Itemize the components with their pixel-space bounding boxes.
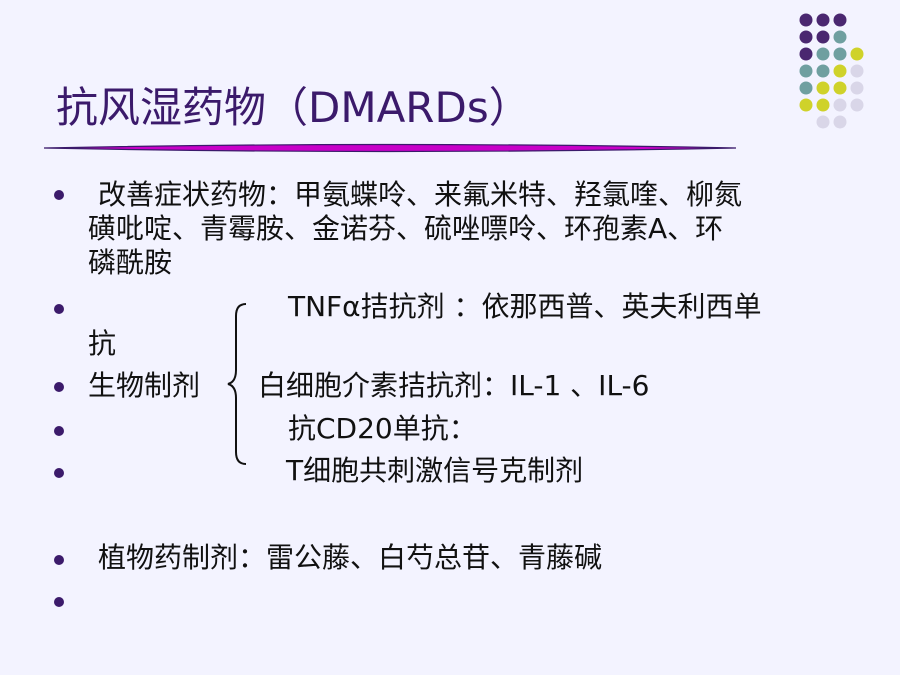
dmards-line-1: 改善症状药物：甲氨蝶呤、来氟米特、羟氯喹、柳氮 — [98, 178, 743, 211]
bullet-dot — [54, 190, 64, 200]
dmards-line-3: 磷酰胺 — [88, 246, 173, 279]
bullet-dot — [54, 382, 64, 392]
decorative-dot — [799, 13, 813, 27]
cd20-antibody-line: 抗CD20单抗： — [288, 412, 477, 445]
biologics-label: 生物制剂 — [88, 369, 201, 402]
decorative-dot — [833, 81, 847, 95]
bullet-dot — [54, 304, 64, 314]
decorative-dot — [816, 115, 830, 129]
decorative-dot — [833, 115, 847, 129]
decorative-dot — [799, 30, 813, 44]
decorative-dot — [850, 81, 864, 95]
title-underline — [43, 143, 737, 153]
decorative-dot — [833, 13, 847, 27]
decorative-dot — [850, 64, 864, 78]
t-cell-inhibitor-line: T细胞共刺激信号克制剂 — [286, 454, 584, 487]
decorative-dot — [816, 98, 830, 112]
decorative-dot — [799, 64, 813, 78]
decorative-dot — [833, 98, 847, 112]
decorative-dot — [833, 47, 847, 61]
dmards-line-2: 磺吡啶、青霉胺、金诺芬、硫唑嘌呤、环孢素A、环 — [88, 212, 724, 245]
bullet-dot — [54, 555, 64, 565]
decorative-dot — [850, 47, 864, 61]
decorative-dot — [799, 81, 813, 95]
bullet-dot — [54, 468, 64, 478]
decorative-dot — [816, 30, 830, 44]
bullet-dot — [54, 597, 64, 607]
decorative-dot — [850, 98, 864, 112]
decorative-dot — [833, 30, 847, 44]
decorative-dot — [799, 98, 813, 112]
decorative-dot — [816, 81, 830, 95]
tnf-antagonist-wrap: 抗 — [88, 327, 117, 360]
il-antagonist-line: 白细胞介素拮抗剂：IL-1 、IL-6 — [258, 369, 650, 402]
decorative-dot — [833, 64, 847, 78]
decorative-dot — [816, 13, 830, 27]
slide-title: 抗风湿药物（DMARDs） — [56, 83, 531, 132]
decorative-dot — [816, 64, 830, 78]
decorative-dot — [799, 47, 813, 61]
curly-brace — [227, 303, 247, 465]
decorative-dot — [816, 47, 830, 61]
bullet-dot — [54, 426, 64, 436]
tnf-antagonist-line: TNFα拮抗剂 ：依那西普、英夫利西单 — [288, 290, 762, 323]
plant-drugs-line: 植物药制剂：雷公藤、白芍总苷、青藤碱 — [98, 541, 603, 574]
